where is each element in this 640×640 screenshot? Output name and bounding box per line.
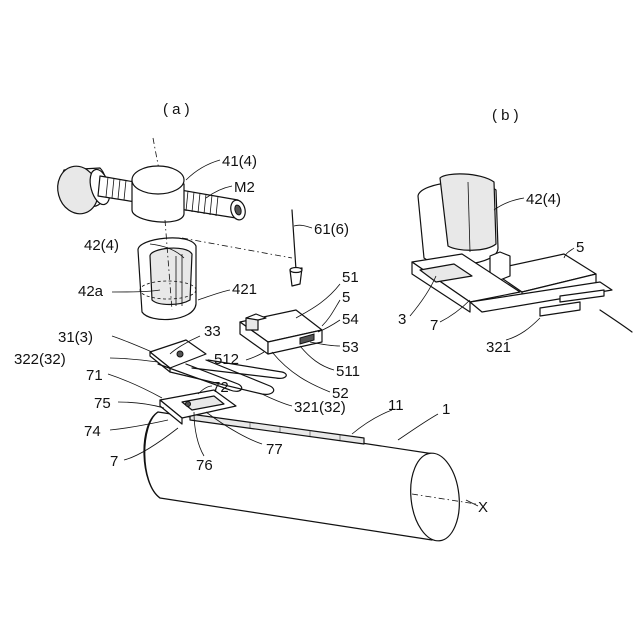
label-51: 51 [342,269,359,286]
label-41: 41(4) [222,153,257,170]
label-42a: 42a [78,283,104,300]
label-76: 76 [196,457,213,474]
label-5-b: 5 [576,239,584,256]
label-7-a: 7 [110,453,118,470]
panel-b-label: ( b ) [492,107,519,124]
label-11: 11 [388,397,404,414]
cylindrical-nut [132,166,184,222]
label-5-a: 5 [342,289,350,306]
holder-42b [418,174,498,265]
label-75: 75 [94,395,111,412]
label-53: 53 [342,339,359,356]
pin [290,210,302,286]
label-33: 33 [204,323,221,340]
label-54: 54 [342,311,359,328]
label-X: X [478,499,488,516]
block-51 [240,310,322,354]
label-77: 77 [266,441,283,458]
label-42-b: 42(4) [526,191,561,208]
label-74: 74 [84,423,101,440]
label-421: 421 [232,281,257,298]
label-31: 31(3) [58,329,93,346]
label-1: 1 [442,401,450,418]
alignment-line-pin [182,238,292,258]
cylinder-tube [144,412,476,543]
label-42-a: 42(4) [84,237,119,254]
label-322: 322(32) [14,351,66,368]
label-72: 72 [212,379,229,396]
label-3-b: 3 [398,311,406,328]
label-71: 71 [86,367,103,384]
label-512: 512 [214,351,239,368]
panel-a-label: ( a ) [163,101,190,118]
label-321-a: 321(32) [294,399,346,416]
label-321-b: 321 [486,339,511,356]
label-7-b: 7 [430,317,438,334]
label-511: 511 [336,363,360,380]
label-61: 61(6) [314,221,349,238]
label-M2: M2 [234,179,255,196]
